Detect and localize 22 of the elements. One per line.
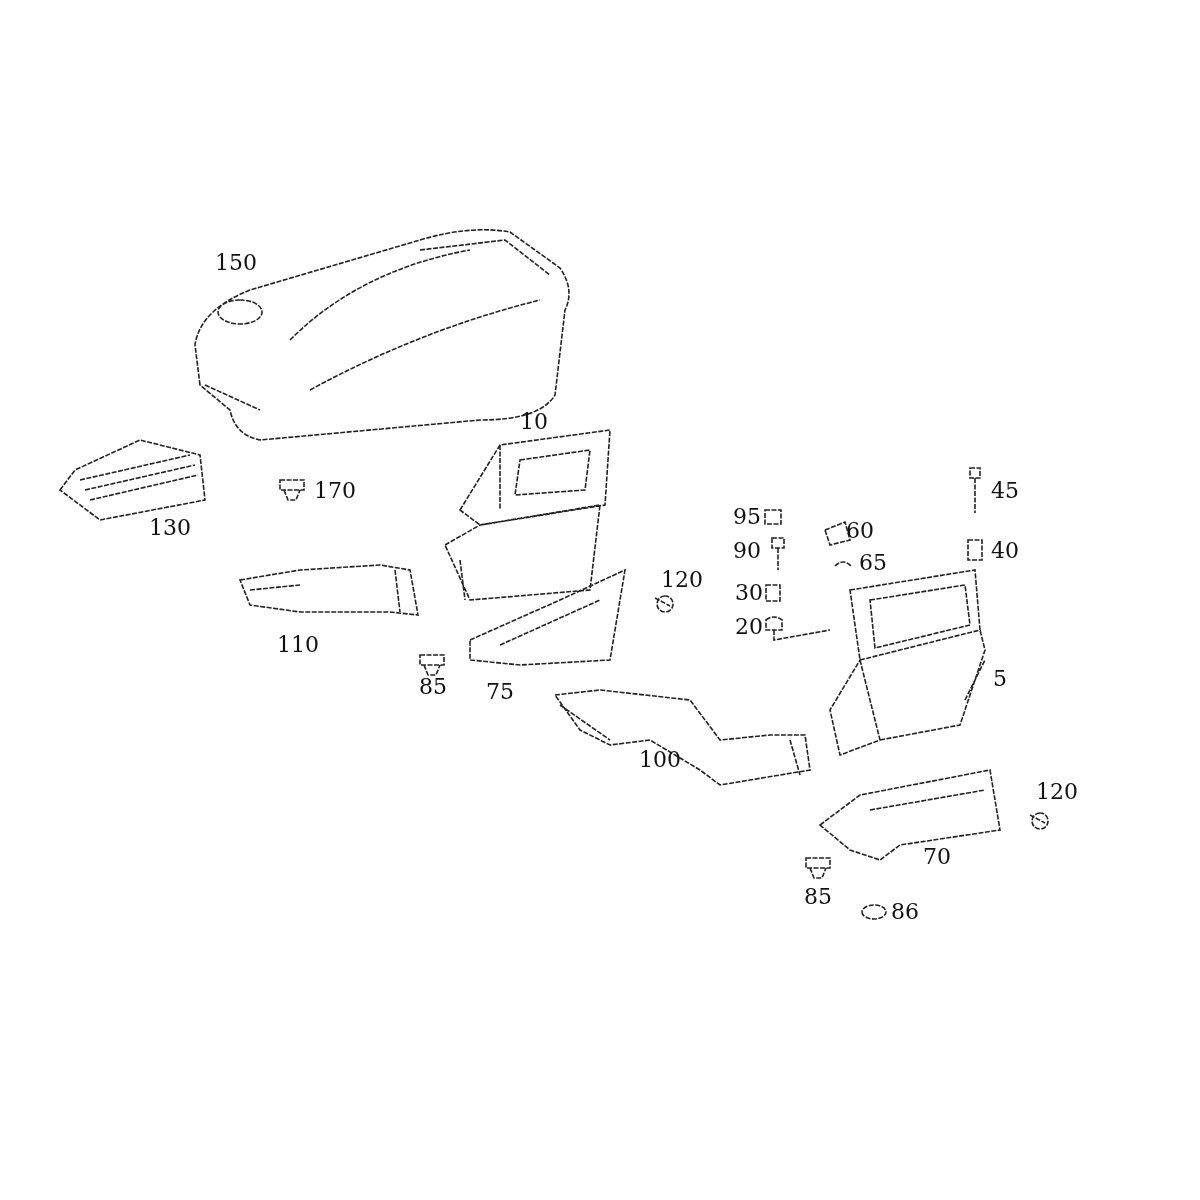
callout-number: 110 <box>277 633 319 657</box>
callout-number: 130 <box>149 516 191 540</box>
callout-number: 85 <box>804 885 832 909</box>
callout-number: 60 <box>846 519 874 543</box>
callout-number: 95 <box>733 505 761 529</box>
callout-number: 75 <box>486 680 514 704</box>
callout-number: 20 <box>735 615 763 639</box>
callout-number: 150 <box>215 251 257 275</box>
callout-number: 40 <box>991 539 1019 563</box>
callout-number: 10 <box>520 410 548 434</box>
callout-number: 70 <box>923 845 951 869</box>
callout-number: 120 <box>1036 780 1078 804</box>
callout-number: 86 <box>891 900 919 924</box>
callout-number: 100 <box>639 748 681 772</box>
callout-number: 65 <box>859 551 887 575</box>
callout-number: 120 <box>661 568 703 592</box>
callout-number: 85 <box>419 675 447 699</box>
callout-number: 90 <box>733 539 761 563</box>
callout-number: 30 <box>735 581 763 605</box>
callout-number: 45 <box>991 479 1019 503</box>
callout-number: 170 <box>314 479 356 503</box>
callout-number: 5 <box>993 667 1007 691</box>
